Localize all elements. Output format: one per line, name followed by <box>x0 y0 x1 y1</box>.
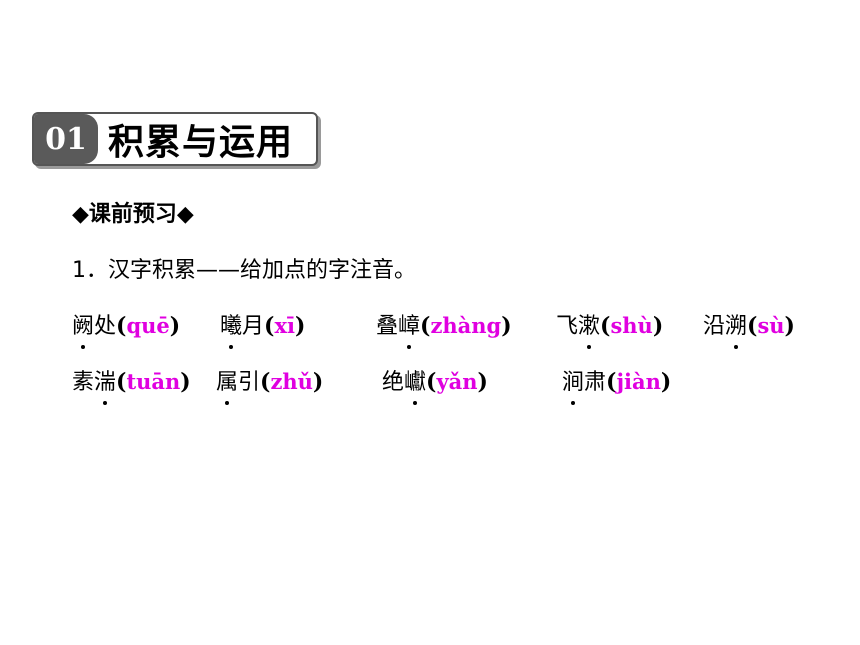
subheading: ◆课前预习◆ <box>72 202 194 227</box>
dotted-char: 巘 <box>404 364 426 405</box>
dotted-char: 嶂 <box>398 308 420 349</box>
plain-char: 月 <box>242 314 265 339</box>
question-text: 1．汉字积累——给加点的字注音。 <box>72 258 416 283</box>
pinyin-answer: tuān <box>126 369 181 394</box>
dotted-char: 漱 <box>578 308 600 349</box>
section-number: 01 <box>34 114 98 164</box>
plain-char: 素 <box>72 370 95 395</box>
word-item: 素湍(tuān) <box>72 364 191 405</box>
plain-char: 肃 <box>584 370 607 395</box>
dotted-char: 溯 <box>725 308 747 349</box>
word-item: 阙处(quē) <box>72 308 180 349</box>
dotted-char: 阙 <box>72 308 94 349</box>
pinyin-answer: sù <box>757 313 785 338</box>
plain-char: 绝 <box>382 370 405 395</box>
section-title: 积累与运用 <box>108 122 294 163</box>
word-item: 涧肃(jiàn) <box>562 364 671 405</box>
word-row-1: 阙处(quē) 曦月(xī) 叠嶂(zhàng) 飞漱(shù) 沿溯(sù) <box>0 0 860 349</box>
plain-char: 沿 <box>703 314 726 339</box>
pinyin-answer: shù <box>610 313 653 338</box>
word-item: 飞漱(shù) <box>556 308 663 349</box>
plain-char: 处 <box>94 314 117 339</box>
word-item: 曦月(xī) <box>220 308 305 349</box>
plain-char: 飞 <box>556 314 579 339</box>
word-row-2: 素湍(tuān) 属引(zhǔ) 绝巘(yǎn) 涧肃(jiàn) <box>0 0 860 405</box>
word-item: 沿溯(sù) <box>703 308 795 349</box>
word-item: 叠嶂(zhàng) <box>376 308 512 349</box>
dotted-char: 曦 <box>220 308 242 349</box>
pinyin-answer: yǎn <box>436 369 478 394</box>
plain-char: 叠 <box>376 314 399 339</box>
dotted-char: 属 <box>216 364 238 405</box>
pinyin-answer: jiàn <box>616 369 661 394</box>
section-header: 01 积累与运用 <box>32 112 318 166</box>
pinyin-answer: quē <box>126 313 170 338</box>
plain-char: 引 <box>238 370 261 395</box>
pinyin-answer: xī <box>274 313 295 338</box>
word-item: 属引(zhǔ) <box>216 364 323 405</box>
pinyin-answer: zhǔ <box>270 369 313 394</box>
dotted-char: 涧 <box>562 364 584 405</box>
pinyin-answer: zhàng <box>430 313 502 338</box>
dotted-char: 湍 <box>94 364 116 405</box>
word-item: 绝巘(yǎn) <box>382 364 488 405</box>
